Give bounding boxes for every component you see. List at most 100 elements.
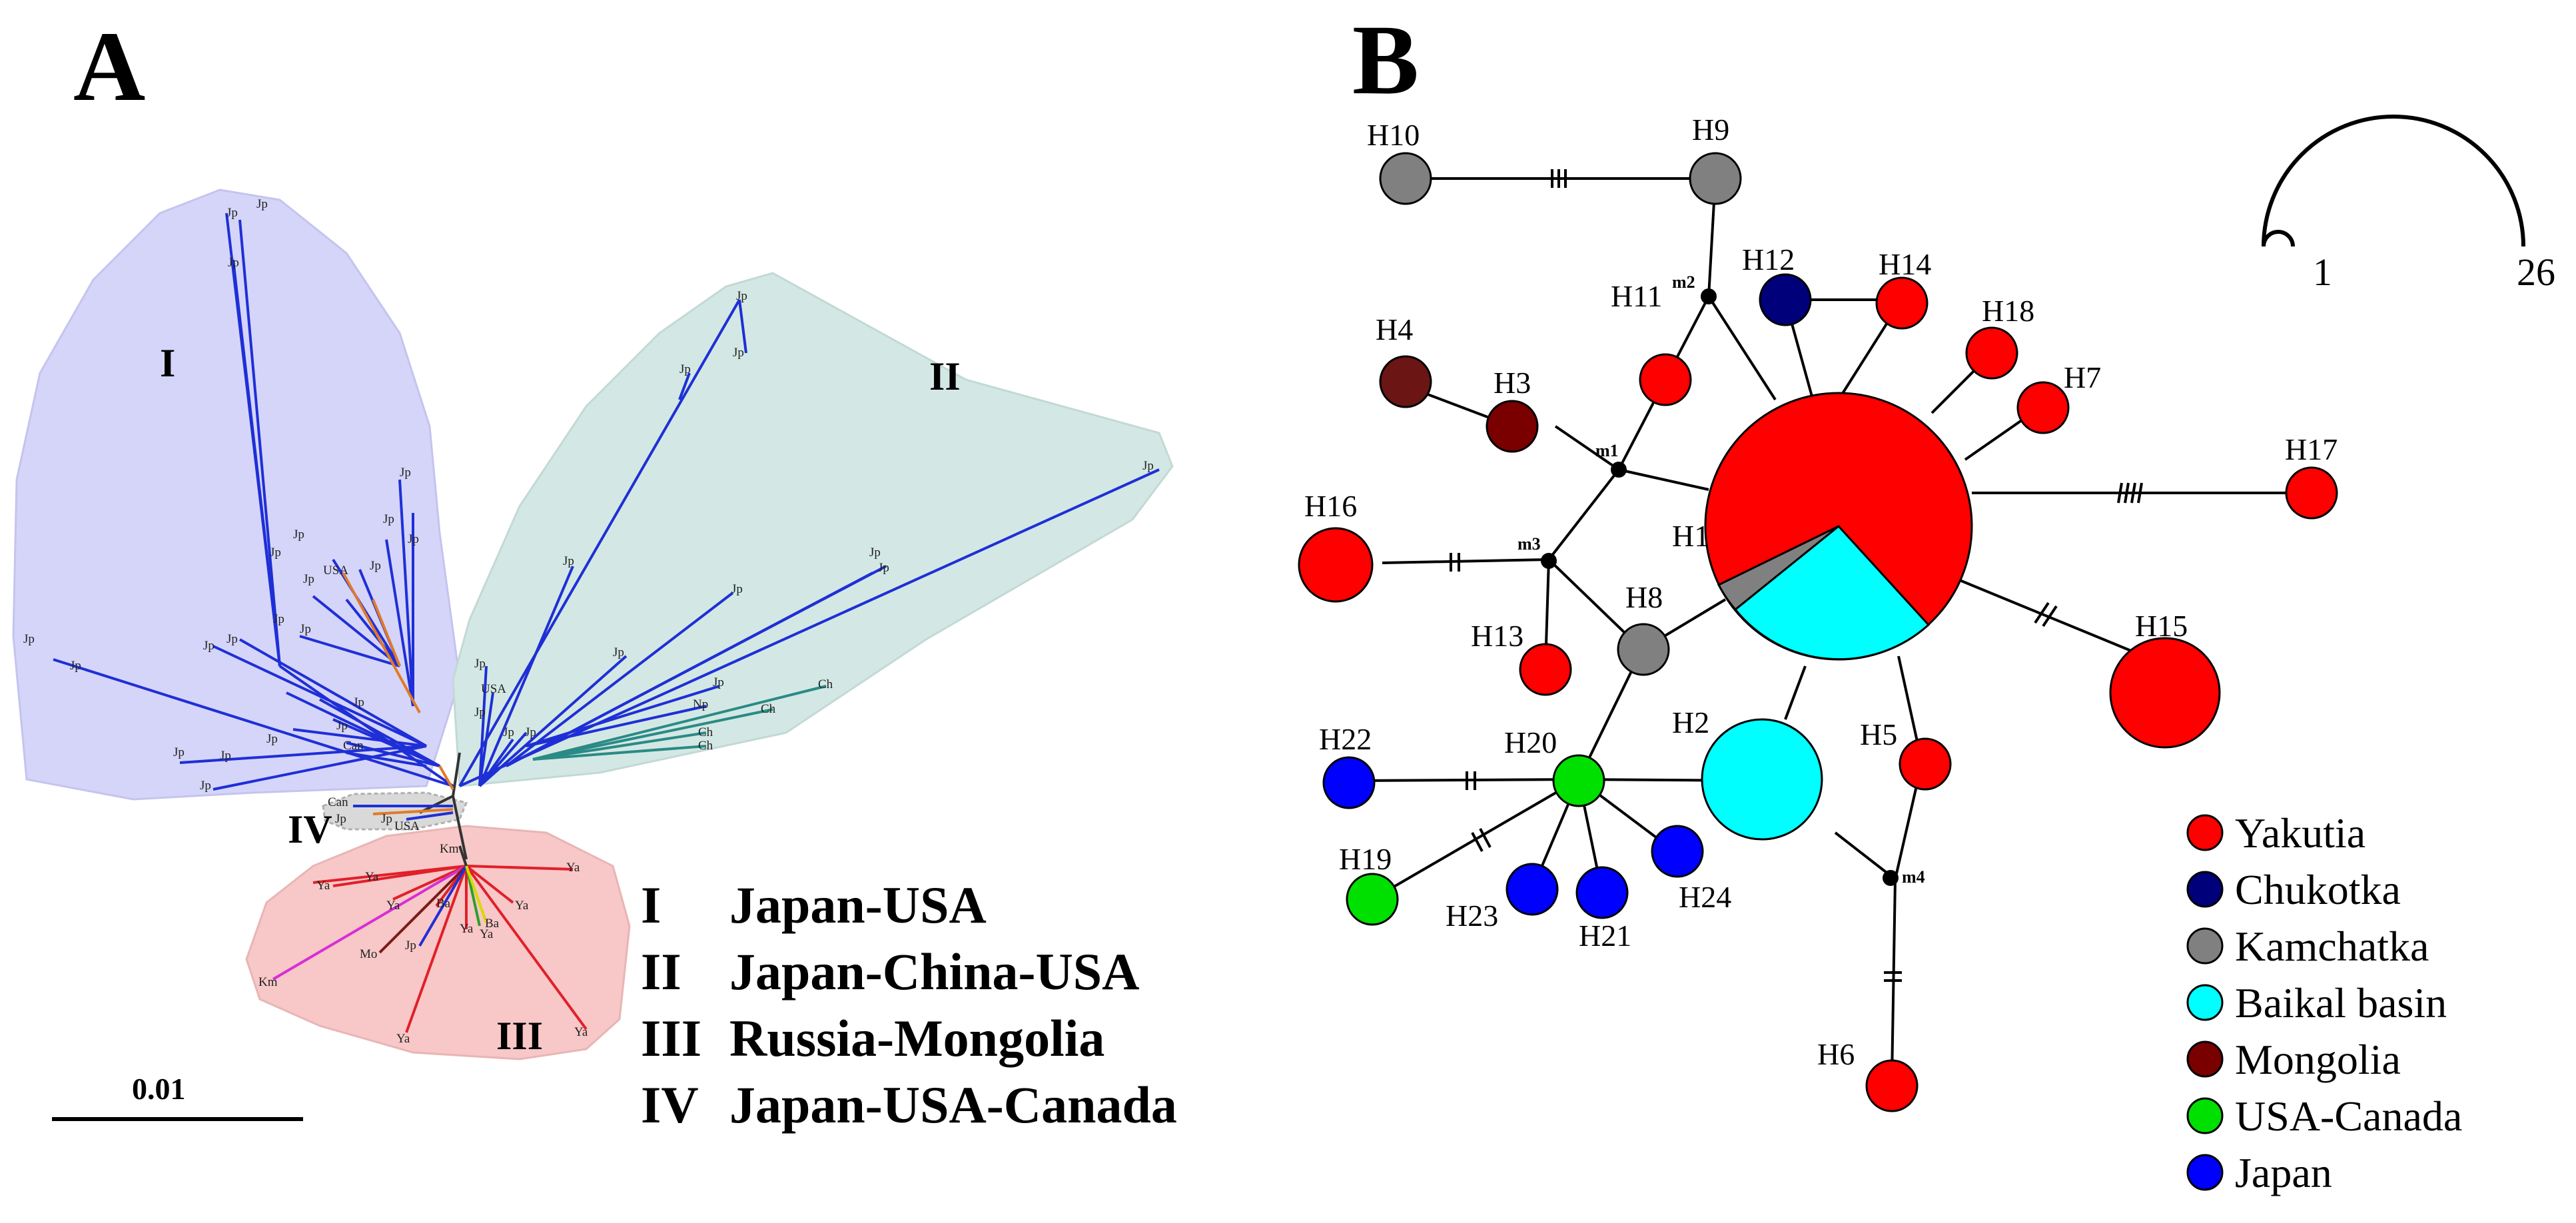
hap-label-h12: H12 [1742,242,1795,276]
hap-label-h9: H9 [1692,113,1729,147]
node-h7 [2016,381,2070,434]
node-h6 [1865,1059,1919,1112]
leaf-label: Ya [566,861,580,875]
hap-label-h10: H10 [1367,118,1420,152]
region-legend [2186,814,2224,1191]
hap-label-h18: H18 [1982,294,2034,328]
node-h20 [1552,754,1605,807]
leaf-label: Ya [480,927,494,941]
node-h21 [1575,866,1629,919]
size-scale-small-arc [2262,230,2295,247]
leaf-label: Jp [878,561,889,575]
hap-label-h4: H4 [1376,312,1413,346]
leaf-label: Can [328,795,348,809]
hap-label-h8: H8 [1625,580,1663,614]
leaf-label: USA [481,682,506,696]
legend-swatch-yakutia [2186,814,2224,851]
node-h22 [1322,756,1376,809]
leaf-label: Ch [818,677,833,691]
leaf-label: Jp [474,657,486,671]
leaf-label: Ya [574,1025,588,1039]
leaf-label: Jp [733,346,744,360]
node-h9 [1689,152,1742,205]
haplotype-labels: H1 H2 H3 H4 H5 H6 H7 H8 H9 H10 H11 H12 H… [1304,113,2338,1071]
leaf-label: Jp [731,582,743,596]
leaf-label: Ya [396,1032,410,1046]
leaf-label: Jp [353,695,364,709]
node-h12 [1759,273,1812,326]
leaf-label: Km [440,842,459,856]
leaf-label: Ch [698,739,713,753]
hap-label-h13: H14 [1879,247,1931,281]
leaf-label: Jp [220,749,231,763]
node-h3 [1486,400,1539,453]
clade-key-name: Russia-Mongolia [729,1009,1104,1067]
leaf-label: Jp [400,466,411,480]
median-vector-dot [1541,553,1557,569]
median-vector-dot [1611,462,1627,478]
leaf-label: Jp [408,532,419,546]
node-h5 [1899,737,1952,791]
clade-key-name: Japan-USA [729,876,987,934]
leaf-label: Jp [266,732,278,746]
legend-swatch-mongolia [2186,1040,2224,1078]
clade-iii-branches [312,865,588,1033]
median-vector-dot [1701,288,1717,304]
leaf-label: USA [323,564,348,578]
leaf-label: Jp [525,725,536,739]
clade-i-branches [53,212,454,791]
leaf-label: Jp [503,725,514,739]
node-h23 [1505,863,1559,916]
leaf-label: Ch [761,702,776,716]
leaf-label: Jp [713,675,724,689]
leaf-label: Jp [381,812,392,826]
clade-iii-mongolia-branches [272,845,488,981]
hap-label-h7: H7 [2064,360,2101,394]
clade-iv-numeral: IV [288,807,332,851]
leaf-label: Jp [563,554,574,568]
leaf-label: Ya [316,879,330,893]
leaf-label: Jp [293,528,304,542]
legend-swatch-usa-canada [2186,1097,2224,1134]
clade-i-numeral: I [160,341,175,385]
clade-key: I Japan-USA II Japan-China-USA III Russi… [641,876,1177,1134]
hap-label-h23: H23 [1446,899,1498,933]
hap-label-h21: H21 [1579,919,1631,953]
node-h18 [1965,326,2018,380]
legend-swatch-japan [2186,1154,2224,1191]
hap-label-h22: H22 [1319,722,1372,756]
clade-key-name: Japan-USA-Canada [729,1076,1177,1134]
leaf-label: Jp [335,812,346,826]
node-h17 [2285,466,2338,520]
leaf-label: Jp [474,705,486,719]
node-h11 [1639,353,1692,406]
hap-label-h24: H24 [1679,880,1731,914]
median-vectors [1541,288,1899,886]
clade-ii-china-branches [532,685,827,761]
leaf-label: Ba [436,897,451,911]
leaf-label: Jp [613,645,624,659]
leaf-label: Jp [200,779,211,793]
hap-label-h5: H5 [1860,717,1897,751]
leaf-label: Jp [303,572,314,586]
node-h2 [1701,718,1823,841]
clade-key-numeral: IV [641,1076,699,1134]
hap-label-h11: H11 [1611,279,1663,313]
leaf-label: Jp [383,512,394,526]
clade-iv-branches [353,805,454,821]
node-h24 [1651,825,1704,878]
hap-label-h20: H20 [1504,725,1557,759]
leaf-label: Ch [698,725,713,739]
leaf-label: Km [258,975,278,989]
panel-b-label: B [1352,5,1419,115]
node-h10 [1379,152,1432,205]
clade-ii-hull [452,272,1174,787]
leaf-label: Ya [386,899,400,913]
median-label-m1: m1 [1595,441,1619,460]
hap-label-h17: H17 [2285,432,2338,466]
leaf-label: Jp [273,612,284,626]
clade-ii-branches [458,299,1160,787]
node-h13 [1519,643,1572,696]
hap-label-h1: H1 [1672,519,1709,553]
